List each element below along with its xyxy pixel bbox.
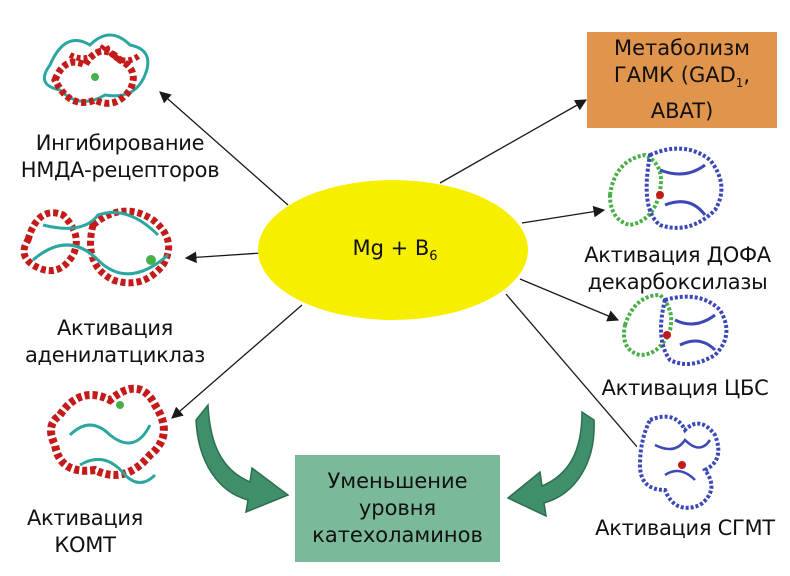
metabolism-line-2-end: , [743,63,751,88]
arrow-to-cbs [519,278,620,322]
arrow-to-metabolism [439,99,588,184]
result-line-3: катехоламинов [312,523,483,547]
metabolism-line-3: ABAT) [650,98,714,123]
arrow-to-komt [171,304,303,419]
protein-structure-icon [42,33,158,113]
metabolism-box-text: Метаболизм ГАМК (GAD1, ABAT) [587,32,777,128]
label-sgmt-line-1: Активация СГМТ [595,516,775,540]
protein-structure-icon [635,410,735,510]
arrow-to-sgmt [505,293,651,463]
label-dopa: Активация ДОФА декарбоксилазы [575,242,780,296]
label-nmda: Ингибирование НМДА-рецепторов [15,130,225,184]
arrow-to-adenylate [184,251,263,264]
metabolism-line-2-subscript: 1 [735,76,744,91]
label-dopa-line-2: декарбоксилазы [587,270,768,294]
result-line-1: Уменьшение [327,469,468,493]
label-nmda-line-2: НМДА-рецепторов [20,158,220,182]
connector-arrows [159,91,651,463]
result-box [295,455,500,562]
curved-arrow-icon [195,402,290,514]
label-komt: Активация КОМТ [10,505,160,559]
curved-arrow-icon [506,410,595,518]
metabolism-box [587,32,777,128]
arrow-to-nmda [159,91,289,206]
label-nmda-line-1: Ингибирование [35,131,205,155]
label-adenylate-line-1: Активация [56,316,174,340]
metabolism-line-2: ГАМК (GAD1, [614,62,750,97]
label-komt-line-2: КОМТ [54,533,116,557]
protein-structure-icon [617,290,733,370]
center-label-main: Mg + B [352,236,430,260]
center-ellipse [258,180,528,320]
label-sgmt: Активация СГМТ [585,515,785,542]
result-line-2: уровня [358,496,437,520]
arrow-to-dopa [521,205,606,224]
center-label-subscript: 6 [429,249,438,265]
protein-structure-icon [20,205,183,295]
protein-structure-icon [45,384,175,505]
label-cbs: Активация ЦБС [590,375,780,402]
protein-structure-icon [603,146,727,240]
metabolism-line-2-main: ГАМК (GAD [613,63,736,88]
result-box-text: Уменьшение уровня катехоламинов [295,455,500,562]
label-adenylate: Активация аденилатциклаз [15,315,215,369]
label-komt-line-1: Активация [26,506,144,530]
label-cbs-line-1: Активация ЦБС [601,376,769,400]
label-dopa-line-1: Активация ДОФА [584,243,771,267]
center-label: Mg + B6 [330,236,460,264]
label-adenylate-line-2: аденилатциклаз [24,343,206,367]
metabolism-line-1: Метаболизм [613,36,751,61]
